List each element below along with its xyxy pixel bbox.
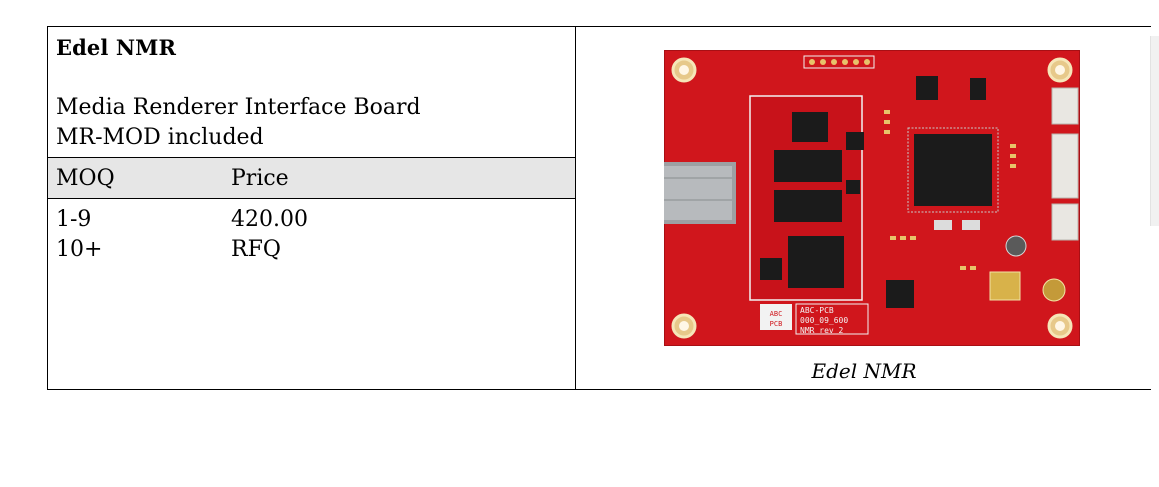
- product-table: Edel NMR Media Renderer Interface Board …: [47, 26, 1151, 390]
- price-rows: 1-9 420.00 10+ RFQ: [48, 207, 575, 267]
- table-row: 10+ RFQ: [48, 237, 575, 267]
- moq-header: MOQ: [56, 166, 115, 191]
- moq-value: 10+: [56, 237, 103, 262]
- description-line-2: MR-MOD included: [56, 125, 264, 150]
- product-description: Media Renderer Interface Board MR-MOD in…: [56, 93, 421, 153]
- moq-value: 1-9: [56, 207, 92, 232]
- pcb-board-image: ABC PCB: [664, 50, 1080, 346]
- price-table-header: MOQ Price: [48, 157, 575, 199]
- pcb-logo-bottom: PCB: [770, 320, 783, 328]
- pcb-label-line-1: ABC-PCB: [800, 306, 834, 315]
- column-divider: [575, 27, 576, 389]
- page-scrollbar[interactable]: [1150, 36, 1159, 226]
- price-header: Price: [231, 166, 289, 191]
- price-value: RFQ: [231, 237, 281, 262]
- price-value: 420.00: [231, 207, 308, 232]
- pcb-label-line-2: 000_09_600: [800, 316, 848, 325]
- product-image-cell: ABC PCB: [576, 27, 1152, 389]
- product-info-cell: Edel NMR Media Renderer Interface Board …: [48, 27, 575, 389]
- description-line-1: Media Renderer Interface Board: [56, 95, 421, 120]
- pcb-logo-top: ABC: [770, 310, 783, 318]
- image-caption: Edel NMR: [811, 359, 917, 383]
- pcb-label-line-3: NMR rev 2: [800, 326, 844, 335]
- product-name: Edel NMR: [56, 35, 177, 60]
- table-row: 1-9 420.00: [48, 207, 575, 237]
